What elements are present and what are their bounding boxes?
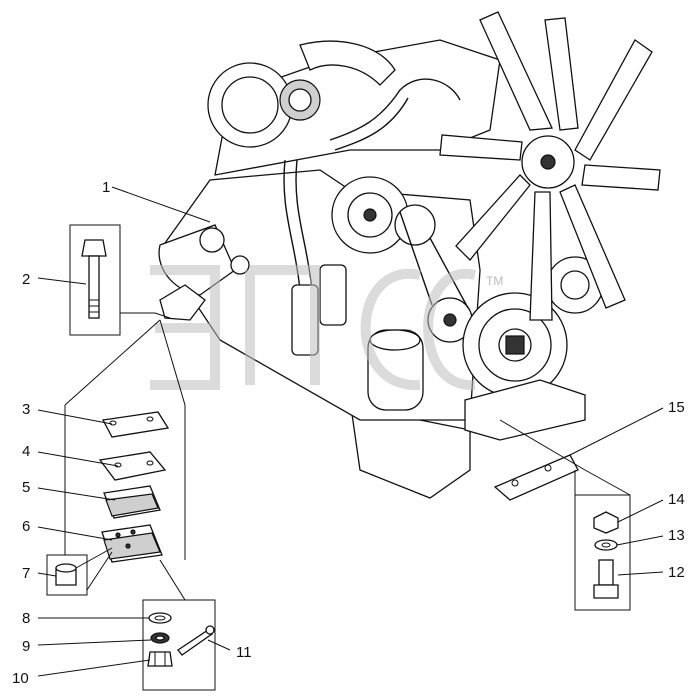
turbocharger — [207, 40, 396, 148]
fasteners-group — [37, 599, 231, 691]
callout-labels: 1 2 3 4 5 6 7 8 9 10 11 12 13 14 15 — [12, 179, 685, 687]
callout-13: 13 — [668, 527, 685, 544]
mount-pads-group — [37, 319, 186, 601]
callout-15: 15 — [668, 399, 685, 416]
watermark-mark: TM — [486, 274, 503, 288]
callout-12: 12 — [668, 564, 685, 581]
callout-3: 3 — [22, 401, 30, 418]
callout-5: 5 — [22, 479, 30, 496]
cooling-fan — [439, 11, 661, 321]
callout-6: 6 — [22, 518, 30, 535]
part-2-bolt-group — [37, 224, 171, 336]
callout-8: 8 — [22, 610, 30, 627]
callout-14: 14 — [668, 491, 685, 508]
callout-4: 4 — [22, 443, 30, 460]
callout-7: 7 — [22, 565, 30, 582]
callout-9: 9 — [22, 638, 30, 655]
callout-1: 1 — [102, 179, 110, 196]
alternator — [331, 176, 409, 254]
callout-2: 2 — [22, 271, 30, 288]
watermark: TM — [150, 265, 503, 391]
engine-assembly — [158, 11, 661, 499]
callout-11: 11 — [236, 644, 252, 661]
front-mount-group — [493, 407, 664, 611]
starter-motor — [367, 329, 424, 411]
callout-10: 10 — [12, 670, 29, 687]
